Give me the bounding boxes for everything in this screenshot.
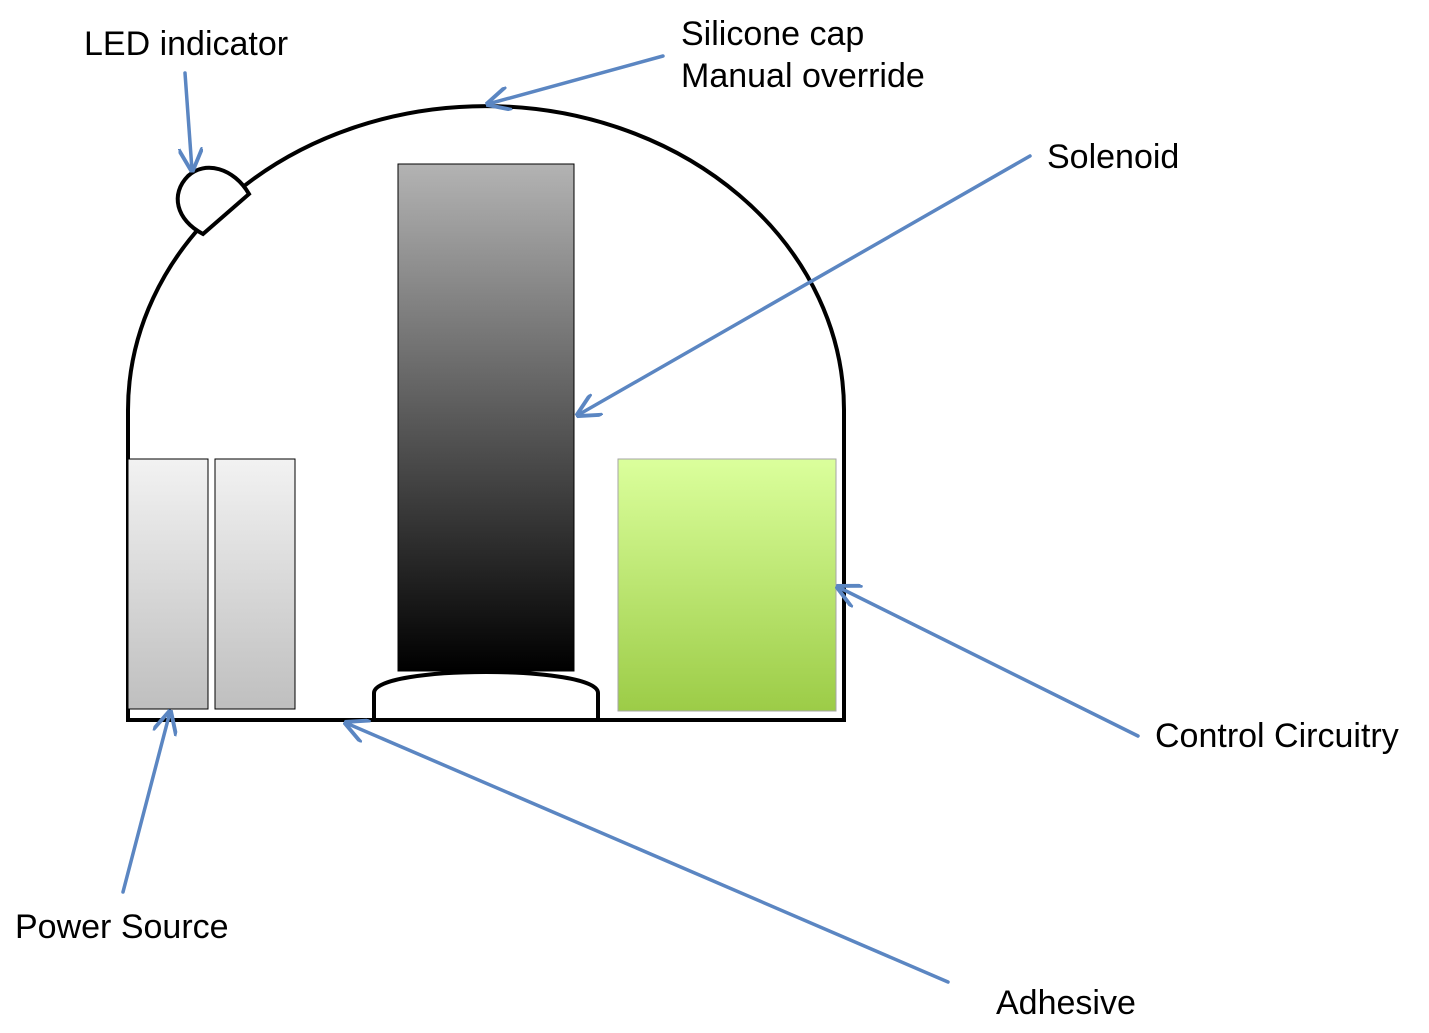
arrow-solenoid	[578, 154, 1032, 415]
arrow-silicone-cap	[488, 54, 665, 104]
label-power-source: Power Source	[15, 908, 229, 946]
label-led-indicator: LED indicator	[84, 25, 289, 63]
arrow-power-source	[121, 712, 170, 894]
label-silicone-cap: Silicone cap	[681, 15, 865, 53]
led-indicator-shape	[175, 165, 252, 237]
label-adhesive: Adhesive	[996, 984, 1136, 1022]
label-control-circuitry: Control Circuitry	[1155, 717, 1399, 755]
label-solenoid: Solenoid	[1047, 138, 1180, 176]
battery-cell-left	[127, 458, 209, 710]
label-manual-override: Manual override	[681, 57, 925, 95]
arrow-led	[185, 71, 192, 170]
arrow-adhesive	[346, 723, 950, 984]
arrow-control-circuitry	[838, 587, 1140, 738]
solenoid-shape	[397, 163, 575, 672]
plunger-shape	[372, 670, 600, 720]
control-circuitry-shape	[617, 458, 837, 712]
battery-cell-right	[214, 458, 296, 710]
